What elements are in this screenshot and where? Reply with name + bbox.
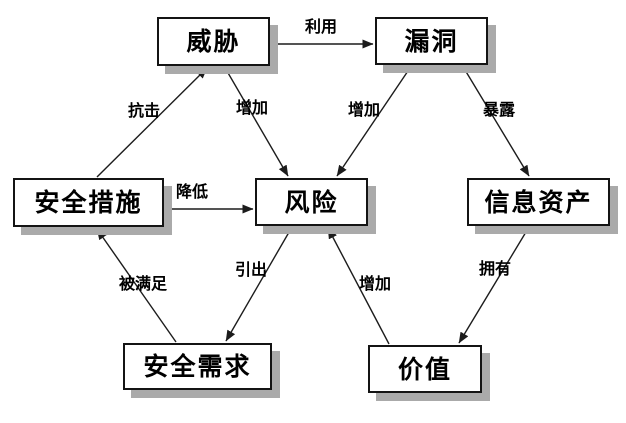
node-vulnerability: 漏洞 [375, 17, 488, 65]
edge-label-own: 拥有 [478, 259, 512, 278]
edge-label-exploit: 利用 [304, 17, 338, 36]
node-value: 价值 [368, 345, 482, 393]
edge-increase-by-threat-line [223, 65, 289, 177]
edge-label-resist: 抗击 [127, 101, 161, 120]
edge-resist-line [96, 67, 208, 178]
node-security-measures-label: 安全措施 [34, 188, 143, 217]
edge-label-increase-by-vulnerability: 增加 [347, 100, 381, 119]
node-information-assets: 信息资产 [467, 178, 610, 226]
edge-increase-by-vulnerability-line [336, 64, 413, 177]
node-security-requirements-label: 安全需求 [143, 352, 252, 381]
node-information-assets-label: 信息资产 [484, 187, 593, 217]
edge-label-expose: 暴露 [482, 100, 516, 119]
edge-label-increase-by-threat: 增加 [235, 98, 269, 117]
node-security-requirements: 安全需求 [123, 343, 272, 390]
edge-label-reduce: 降低 [175, 182, 209, 201]
node-value-label: 价值 [397, 354, 452, 384]
node-risk-label: 风险 [284, 187, 339, 217]
edge-own-line [458, 226, 530, 344]
node-threat: 威胁 [157, 17, 270, 66]
edge-be-satisfied-line [96, 228, 177, 343]
node-risk: 风险 [255, 178, 368, 226]
node-threat-label: 威胁 [186, 27, 241, 56]
node-security-measures: 安全措施 [13, 178, 164, 227]
edge-increase-by-value-line [327, 227, 390, 345]
edge-lead-to-line [225, 226, 293, 342]
edge-label-increase-by-value: 增加 [358, 274, 392, 293]
node-vulnerability-label: 漏洞 [404, 26, 459, 56]
edge-label-be-satisfied: 被满足 [118, 274, 168, 293]
edge-expose-line [461, 64, 530, 177]
edge-label-lead-to: 引出 [234, 260, 268, 279]
